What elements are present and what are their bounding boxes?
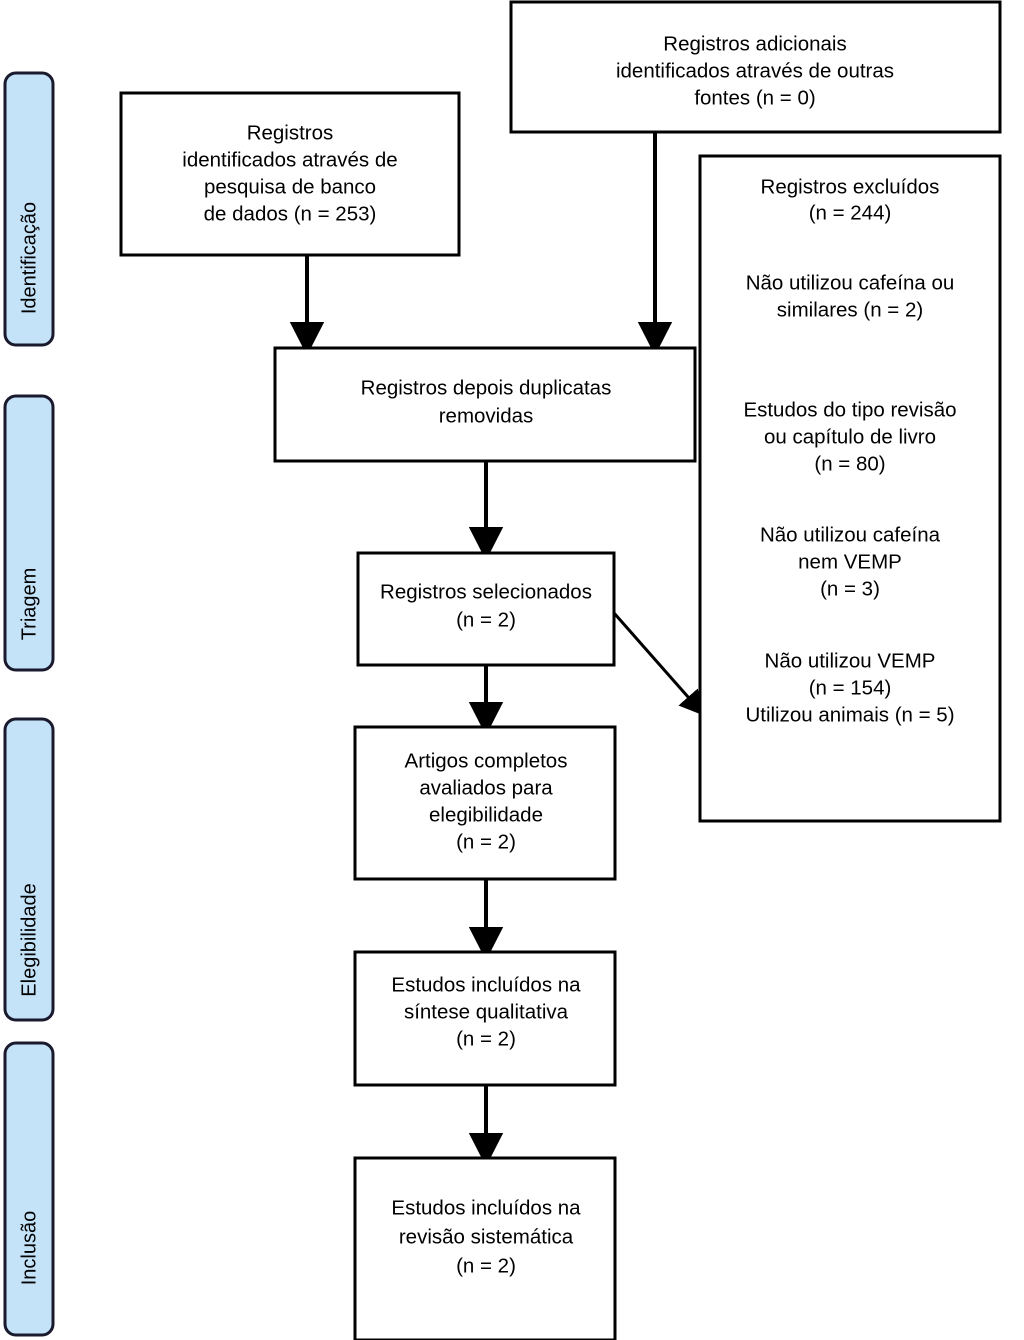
box-database-records-shape xyxy=(119,91,461,257)
box-excluded-records-shape xyxy=(698,154,1002,823)
box-qualitative-synthesis-line-2: síntese qualitativa xyxy=(404,1000,569,1023)
box-qualitative-synthesis[interactable]: Estudos incluídos na síntese qualitativa… xyxy=(353,950,617,1087)
excluded-reason-3-line-1: Não utilizou cafeína xyxy=(760,523,941,546)
box-full-text-assessed-line-4: (n = 2) xyxy=(456,830,516,853)
box-full-text-assessed-line-3: elegibilidade xyxy=(429,803,543,826)
box-after-duplicates-shape xyxy=(273,346,697,463)
excluded-reason-4-line-2: (n = 154) xyxy=(809,676,892,699)
excluded-reason-3-line-3: (n = 3) xyxy=(820,577,880,600)
excluded-reason-2-line-3: (n = 80) xyxy=(814,452,885,475)
connector-screened-to-excluded xyxy=(612,612,705,716)
box-other-sources-line-3: fontes (n = 0) xyxy=(694,86,815,109)
stage-tab-inclusao-shape xyxy=(3,1041,55,1337)
box-after-duplicates-line-2: removidas xyxy=(439,404,534,427)
stage-tab-triagem-label: Triagem xyxy=(18,568,40,641)
box-other-sources-line-2: identificados através de outras xyxy=(616,59,894,82)
box-screened-records[interactable]: Registros selecionados (n = 2) xyxy=(356,551,616,667)
box-database-records-line-4: de dados (n = 253) xyxy=(204,202,377,225)
excluded-reason-1-line-2: similares (n = 2) xyxy=(777,298,923,321)
stage-tab-elegibilidade[interactable]: Elegibilidade xyxy=(3,717,55,1022)
box-excluded-records[interactable]: Registros excluídos (n = 244) Não utiliz… xyxy=(698,154,1002,823)
stage-tab-inclusao-label: Inclusão xyxy=(18,1211,40,1286)
excluded-reason-4-line-1: Não utilizou VEMP xyxy=(765,649,936,672)
box-systematic-review[interactable]: Estudos incluídos na revisão sistemática… xyxy=(353,1156,617,1340)
box-full-text-assessed-line-1: Artigos completos xyxy=(405,749,568,772)
stage-tab-identificacao-shape xyxy=(3,71,55,347)
excluded-reason-2-line-2: ou capítulo de livro xyxy=(764,425,936,448)
box-systematic-review-line-3: (n = 2) xyxy=(456,1254,516,1277)
stage-tab-identificacao[interactable]: Identificação xyxy=(3,71,55,347)
stage-tab-triagem-shape xyxy=(3,394,55,672)
box-database-records-line-3: pesquisa de banco xyxy=(204,175,376,198)
box-excluded-records-heading-2: (n = 244) xyxy=(809,201,892,224)
box-database-records-line-1: Registros xyxy=(247,121,334,144)
stage-tab-inclusao[interactable]: Inclusão xyxy=(3,1041,55,1337)
box-systematic-review-shape xyxy=(353,1156,617,1340)
box-full-text-assessed-line-2: avaliados para xyxy=(419,776,553,799)
excluded-reason-5: Utilizou animais (n = 5) xyxy=(745,703,954,726)
box-other-sources-line-1: Registros adicionais xyxy=(663,32,846,55)
excluded-reason-1-line-1: Não utilizou cafeína ou xyxy=(746,271,955,294)
box-systematic-review-line-1: Estudos incluídos na xyxy=(391,1196,581,1219)
excluded-reason-3-line-2: nem VEMP xyxy=(798,550,902,573)
box-screened-records-shape xyxy=(356,551,616,667)
box-qualitative-synthesis-line-3: (n = 2) xyxy=(456,1027,516,1050)
box-other-sources[interactable]: Registros adicionais identificados atrav… xyxy=(509,0,1002,134)
box-screened-records-line-2: (n = 2) xyxy=(456,608,516,631)
box-qualitative-synthesis-shape xyxy=(353,950,617,1087)
box-full-text-assessed-shape xyxy=(353,725,617,881)
stage-tab-elegibilidade-shape xyxy=(3,717,55,1022)
excluded-reason-2: Estudos do tipo revisão ou capítulo de l… xyxy=(743,398,956,475)
excluded-reason-3: Não utilizou cafeína nem VEMP (n = 3) xyxy=(760,523,941,600)
box-after-duplicates[interactable]: Registros depois duplicatas removidas xyxy=(273,346,697,463)
box-full-text-assessed[interactable]: Artigos completos avaliados para elegibi… xyxy=(353,725,617,881)
box-database-records-line-2: identificados através de xyxy=(182,148,397,171)
box-other-sources-shape xyxy=(509,0,1002,134)
box-after-duplicates-line-1: Registros depois duplicatas xyxy=(361,376,612,399)
box-excluded-records-heading-1: Registros excluídos xyxy=(761,175,940,198)
box-screened-records-line-1: Registros selecionados xyxy=(380,580,592,603)
box-systematic-review-line-2: revisão sistemática xyxy=(399,1225,574,1248)
box-database-records[interactable]: Registros identificados através de pesqu… xyxy=(119,91,461,257)
excluded-reason-4: Não utilizou VEMP (n = 154) xyxy=(765,649,936,699)
excluded-reason-5-line-1: Utilizou animais (n = 5) xyxy=(745,703,954,726)
stage-tab-elegibilidade-label: Elegibilidade xyxy=(18,883,40,996)
stage-tab-identificacao-label: Identificação xyxy=(18,202,40,314)
excluded-reason-1: Não utilizou cafeína ou similares (n = 2… xyxy=(746,271,955,321)
stage-tab-triagem[interactable]: Triagem xyxy=(3,394,55,672)
excluded-reason-2-line-1: Estudos do tipo revisão xyxy=(743,398,956,421)
box-qualitative-synthesis-line-1: Estudos incluídos na xyxy=(391,973,581,996)
